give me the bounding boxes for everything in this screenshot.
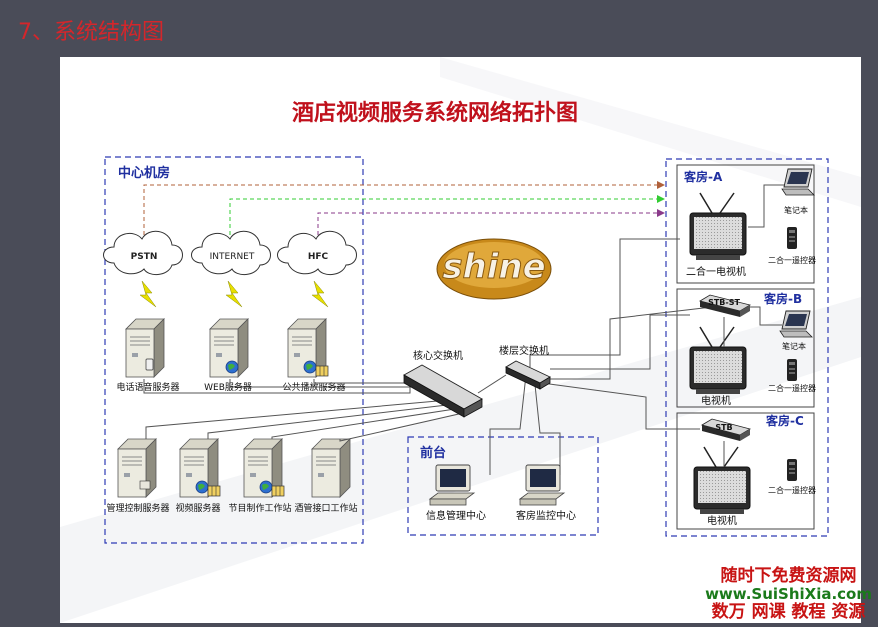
zone-front-label: 前台	[420, 445, 446, 461]
room-c-tv-label: 电视机	[707, 514, 737, 527]
network-links	[143, 238, 713, 475]
diagram-panel: 酒店视频服务系统网络拓扑图 中心机房 前台 客房-A 客房-B 客房-C PST…	[60, 57, 861, 623]
hotel-interface-label: 酒管接口工作站	[294, 502, 357, 514]
room-a-laptop-label: 笔记本	[784, 205, 808, 215]
diagram-title: 酒店视频服务系统网络拓扑图	[292, 100, 578, 126]
shine-logo: shine	[436, 238, 552, 300]
room-a-remote-label: 二合一遥控器	[768, 255, 816, 265]
globe-badge-icon	[259, 480, 273, 494]
film-badge-icon	[271, 485, 285, 497]
room-c-label: 客房-C	[765, 413, 804, 428]
zone-center-label: 中心机房	[118, 165, 170, 181]
room-b-remote-label: 二合一遥控器	[768, 383, 816, 393]
room-a-laptop-icon	[781, 168, 815, 196]
voice-server-icon	[125, 318, 165, 378]
voice-server-label: 电话语音服务器	[116, 381, 179, 393]
room-a-tv-label: 二合一电视机	[686, 265, 746, 278]
watermark-line2: www.SuiShiXia.com	[705, 585, 872, 604]
zone-front	[407, 436, 599, 536]
globe-badge-icon	[225, 360, 239, 374]
lightning-icon	[225, 280, 243, 308]
floor-switch-icon	[505, 360, 551, 390]
pstn-label: PSTN	[131, 252, 158, 262]
hotel-interface-icon	[311, 438, 351, 498]
pstn-link	[143, 181, 665, 235]
room-c-stb-label: STB	[715, 423, 732, 432]
slide-title: 7、系统结构图	[18, 20, 164, 45]
internet-label: INTERNET	[210, 252, 255, 262]
room-b-laptop-icon	[779, 310, 813, 338]
globe-badge-icon	[303, 360, 317, 374]
core-switch-label: 核心交换机	[413, 349, 463, 362]
info-center-label: 信息管理中心	[426, 509, 486, 522]
hfc-label: HFC	[308, 252, 329, 262]
lightning-icon	[139, 280, 157, 308]
room-b-tv-label: 电视机	[701, 394, 731, 407]
phone-badge-icon	[145, 358, 154, 371]
room-c-remote-label: 二合一遥控器	[768, 485, 816, 495]
lightning-icon	[311, 280, 329, 308]
room-b-laptop-label: 笔记本	[782, 341, 806, 351]
internet-link	[229, 195, 665, 235]
monitor-center-pc-icon	[519, 464, 565, 506]
program-workstation-label: 节目制作工作站	[228, 502, 291, 514]
room-b-label: 客房-B	[763, 291, 802, 306]
film-badge-icon	[207, 485, 221, 497]
room-a-links	[748, 184, 784, 228]
floor-switch-label: 楼层交换机	[499, 344, 549, 357]
room-b-links	[723, 306, 782, 347]
video-server-label: 视频服务器	[175, 502, 220, 514]
room-c-tv-icon	[693, 446, 751, 515]
room-c-remote-icon	[787, 459, 797, 481]
hfc-link	[317, 209, 665, 235]
room-b-remote-icon	[787, 359, 797, 381]
pc-badge-icon	[139, 480, 151, 490]
room-b-stb-icon	[698, 294, 752, 317]
room-b-box	[676, 288, 815, 408]
room-a-remote-icon	[787, 227, 797, 249]
core-switch-icon	[403, 364, 483, 418]
zone-center	[104, 156, 364, 544]
monitor-center-label: 客房监控中心	[516, 509, 576, 522]
web-server-label: WEB服务器	[204, 381, 252, 393]
room-c-stb-icon	[700, 418, 752, 441]
mgmt-server-label: 管理控制服务器	[106, 502, 169, 514]
globe-badge-icon	[195, 480, 209, 494]
info-center-pc-icon	[429, 464, 475, 506]
room-a-box	[676, 164, 815, 284]
watermark-line3: 数万 网课 教程 资源	[711, 602, 866, 623]
zone-rooms	[665, 158, 829, 537]
mgmt-server-icon	[117, 438, 157, 498]
logo-text: shine	[442, 247, 545, 287]
room-b-stb-label: STB-ST	[708, 298, 740, 307]
room-c-box	[676, 412, 815, 530]
watermark-line1: 随时下免费资源网	[720, 565, 857, 586]
film-badge-icon	[315, 365, 329, 377]
watermark: 随时下免费资源网 www.SuiShiXia.com 数万 网课 教程 资源	[705, 565, 872, 623]
room-a-tv-icon	[689, 192, 747, 261]
room-a-label: 客房-A	[683, 169, 723, 184]
